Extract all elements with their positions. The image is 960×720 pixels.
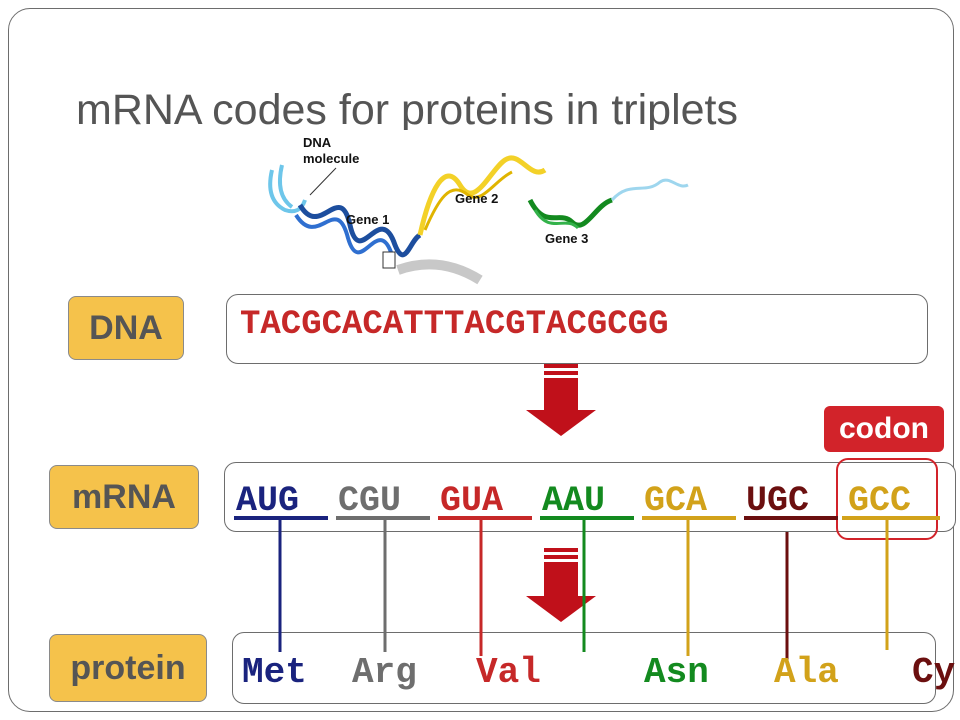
mrna-codon-1: AUG: [236, 481, 299, 521]
codon-tag: codon: [824, 406, 944, 452]
mrna-codon-3: GUA: [440, 481, 503, 521]
dna-molecule-label-1: DNA: [303, 135, 332, 150]
gene2-helix-a: [417, 155, 547, 236]
mrna-codon-5: GCA: [644, 481, 707, 521]
down-arrow-dna-to-mrna: [526, 364, 596, 436]
gene1-label: Gene 1: [346, 212, 389, 227]
title-occluder: [60, 130, 880, 158]
gene3-helix-b: [533, 209, 580, 230]
mrna-codon-4: AAU: [542, 481, 605, 521]
amino-acid-5: Ala: [774, 652, 839, 693]
amino-acid-2: Arg: [352, 652, 417, 693]
gene3-label: Gene 3: [545, 231, 588, 246]
mrna-codon-2: CGU: [338, 481, 401, 521]
gene1-helix-b: [294, 213, 394, 256]
dna-sequence-text: TACGCACATTTACGTACGCGG: [240, 306, 669, 344]
gray-arc: [396, 259, 483, 285]
gene1-helix-a: [297, 203, 422, 258]
amino-acid-6: Cy: [912, 652, 955, 693]
dna-molecule-label-2: molecule: [303, 151, 359, 166]
gene3-helix-a: [527, 197, 613, 228]
marker-box: [382, 251, 396, 269]
mrna-codon-7: GCC: [848, 481, 911, 521]
amino-acid-3: Val: [476, 652, 541, 693]
amino-acid-1: Met: [242, 652, 307, 693]
dna-strand-light-b: [278, 164, 294, 209]
mrna-row-label: mRNA: [49, 465, 199, 529]
protein-row-label: protein: [49, 634, 207, 702]
amino-acid-4: Asn: [644, 652, 709, 693]
mrna-codon-6: UGC: [746, 481, 809, 521]
dna-label-pointer: [309, 167, 337, 196]
dna-row-label: DNA: [68, 296, 184, 360]
mrna-sequence-box: [224, 462, 956, 532]
dna-sequence-box: [226, 294, 928, 364]
slide-title: mRNA codes for proteins in triplets: [76, 86, 738, 134]
gene2-helix-b: [423, 170, 513, 231]
gene2-label: Gene 2: [455, 191, 498, 206]
down-arrow-mrna-to-protein: [526, 548, 596, 622]
dna-tail-helix: [610, 178, 689, 202]
